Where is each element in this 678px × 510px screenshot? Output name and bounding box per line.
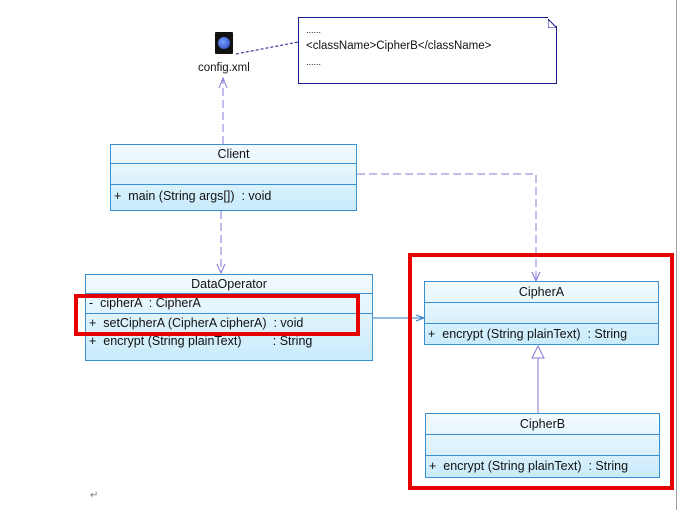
class-cipherb[interactable]: CipherB + encrypt (String plainText) : S… — [425, 413, 660, 478]
config-file-label: config.xml — [198, 62, 250, 74]
method: + encrypt (String plainText) : String — [89, 334, 313, 348]
attributes-section — [111, 164, 356, 185]
methods-section: + encrypt (String plainText) : String — [426, 456, 659, 477]
method: + encrypt (String plainText) : String — [429, 459, 629, 473]
highlight-box-ciphers — [408, 253, 674, 490]
methods-section: + encrypt (String plainText) : String — [425, 324, 658, 344]
xml-file-icon — [215, 32, 233, 54]
page-edge-line — [676, 0, 677, 510]
note-line-3: ...... — [306, 57, 322, 67]
note-fold-corner — [547, 17, 558, 29]
paragraph-mark: ↵ — [90, 490, 99, 501]
methods-section: + setCipherA (CipherA cipherA) : void + … — [86, 314, 372, 350]
attributes-section — [426, 435, 659, 456]
class-name: CipherA — [425, 282, 658, 303]
class-name: DataOperator — [86, 275, 372, 294]
client-config-arrowhead — [218, 76, 228, 89]
note-line-2: <className>CipherB</className> — [306, 40, 492, 52]
class-dataoperator[interactable]: DataOperator - cipherA : CipherA + setCi… — [85, 274, 373, 361]
attributes-section: - cipherA : CipherA — [86, 294, 372, 314]
attributes-section — [425, 303, 658, 324]
attribute: - cipherA : CipherA — [89, 296, 201, 310]
config-note: ...... <className>CipherB</className> ..… — [298, 17, 558, 84]
class-name: CipherB — [426, 414, 659, 435]
method: + encrypt (String plainText) : String — [428, 327, 628, 341]
config-file[interactable]: config.xml — [196, 32, 254, 78]
methods-section: + main (String args[]) : void — [111, 185, 356, 207]
class-client[interactable]: Client + main (String args[]) : void — [110, 144, 357, 211]
class-ciphera[interactable]: CipherA + encrypt (String plainText) : S… — [424, 281, 659, 345]
method: + main (String args[]) : void — [114, 189, 272, 203]
note-line-1: ...... — [306, 25, 322, 35]
note-anchor-line — [235, 41, 299, 55]
client-dataoperator-arrowhead — [216, 263, 226, 275]
highlight-box-setter — [74, 294, 360, 336]
class-name: Client — [111, 145, 356, 164]
method: + setCipherA (CipherA cipherA) : void — [89, 316, 304, 330]
generalization-arrowhead — [531, 344, 545, 359]
